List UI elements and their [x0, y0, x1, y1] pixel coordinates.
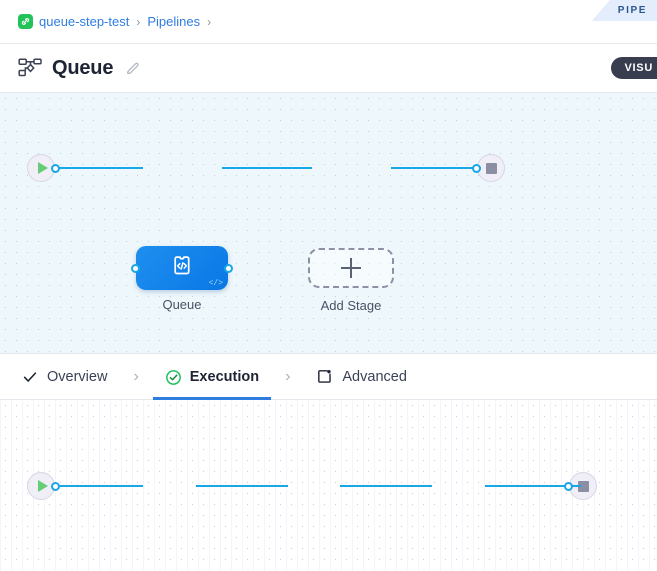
pipeline-graph-icon [18, 57, 44, 79]
stage-node-output-port[interactable] [224, 263, 233, 273]
add-stage-label: Add Stage [320, 298, 382, 313]
stage-node-input-port[interactable] [131, 263, 140, 273]
edge-queue-to-add [222, 167, 312, 170]
stage-node-queue[interactable]: </> Queue [131, 246, 233, 312]
start-node[interactable] [27, 472, 60, 500]
breadcrumb-item-pipelines[interactable]: Pipelines [147, 14, 201, 29]
start-node-output-port[interactable] [51, 481, 60, 491]
edge-queue-to-sleep [196, 485, 288, 488]
tab-execution[interactable]: Execution [152, 354, 272, 400]
play-icon [37, 480, 48, 492]
stop-icon [485, 162, 497, 174]
edge-start-to-queue-step [55, 485, 143, 488]
top-bar: queue-step-test › Pipelines › PIPE [0, 0, 657, 44]
start-node[interactable] [27, 154, 60, 182]
breadcrumb-item-project[interactable]: queue-step-test [39, 14, 130, 29]
stage-badge-code: </> [208, 279, 223, 288]
step-canvas[interactable]: </> Queue </> Sleep [0, 400, 657, 570]
end-node-input-port[interactable] [564, 481, 573, 491]
play-icon [37, 162, 48, 174]
pipeline-corner-tab[interactable]: PIPE [591, 0, 657, 21]
end-node-input-port[interactable] [472, 163, 481, 173]
visual-mode-badge-label: VISU [624, 62, 653, 74]
tab-advanced-label: Advanced [342, 368, 407, 385]
tab-separator: › [285, 367, 291, 385]
stage-canvas[interactable]: </> Queue Add Stage [0, 93, 657, 353]
box-gear-icon [316, 368, 333, 385]
tab-advanced[interactable]: Advanced [312, 354, 411, 399]
plus-icon [341, 258, 361, 278]
code-plugin-icon [169, 253, 195, 284]
edge-sleep-to-add [340, 485, 432, 488]
edge-add-to-end [391, 167, 481, 170]
breadcrumb: queue-step-test › Pipelines › [18, 14, 212, 29]
visual-mode-badge[interactable]: VISU [610, 57, 657, 79]
page-title: Queue [52, 56, 114, 79]
pencil-icon[interactable] [125, 60, 141, 76]
stop-icon [577, 480, 589, 492]
stage-node-label: Queue [162, 297, 202, 312]
step-tabs: Overview › Execution › Advanced [0, 353, 657, 400]
check-icon [22, 369, 38, 385]
link-badge-icon [18, 14, 33, 29]
add-stage-node[interactable]: Add Stage [308, 248, 394, 313]
tab-overview[interactable]: Overview [18, 354, 111, 399]
tab-execution-label: Execution [189, 368, 260, 385]
check-circle-icon [165, 369, 181, 385]
tab-overview-label: Overview [47, 368, 108, 385]
breadcrumb-separator: › [136, 14, 141, 29]
title-bar: Queue VISU [0, 44, 657, 93]
start-node-output-port[interactable] [51, 163, 60, 173]
edge-start-to-queue [55, 167, 143, 170]
tab-separator: › [133, 367, 139, 385]
pipeline-corner-tab-label: PIPE [617, 5, 647, 16]
edge-add-to-end-step [485, 485, 581, 488]
breadcrumb-separator: › [207, 14, 212, 29]
end-node[interactable] [472, 154, 505, 182]
